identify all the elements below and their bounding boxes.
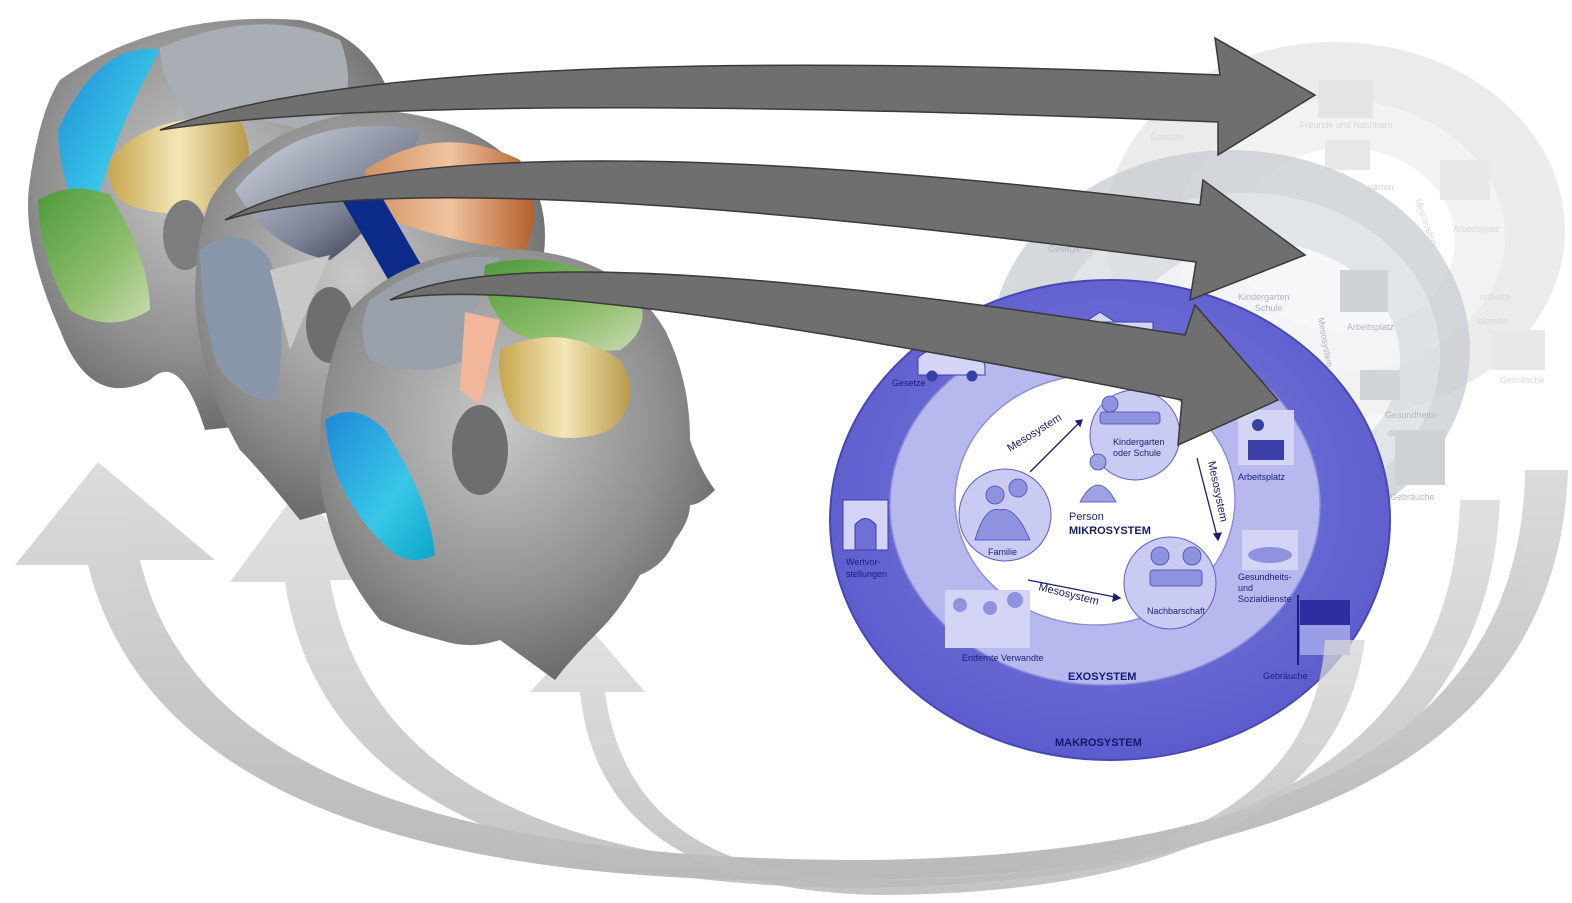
gesundheit-label-3: Sozialdienste bbox=[1238, 594, 1292, 604]
middle-label-kindergarten-1: Kindergarten bbox=[1238, 292, 1290, 302]
forward-arrows bbox=[159, 36, 1317, 447]
middle-health-image bbox=[1360, 370, 1400, 400]
middle-label-kindergarten-2: Schule bbox=[1255, 303, 1283, 313]
front-head bbox=[319, 249, 715, 680]
exosystem-label: EXOSYSTEM bbox=[1068, 671, 1136, 683]
forward-arrow-1 bbox=[159, 36, 1317, 157]
familie-image bbox=[974, 478, 1031, 541]
nachbarschaft-image bbox=[1149, 546, 1203, 587]
back-flag-image bbox=[1490, 330, 1545, 370]
verwandte-image bbox=[945, 590, 1030, 648]
forward-arrow-2 bbox=[224, 160, 1307, 302]
wertvorstellungen-label-2: stellungen bbox=[846, 569, 887, 579]
familie-label: Familie bbox=[988, 547, 1017, 557]
arch-image bbox=[842, 499, 889, 551]
arbeitsplatz-image bbox=[1238, 410, 1294, 465]
mesosystem-arrows bbox=[1027, 419, 1223, 603]
middle-flag-image bbox=[1395, 430, 1445, 485]
back-label-garten: garten bbox=[1368, 182, 1394, 192]
gebraeuche-label: Gebräuche bbox=[1263, 671, 1308, 681]
middle-label-arbeitsplatz: Arbeitsplatz bbox=[1347, 322, 1395, 332]
back-label-gesetze: Gesetze bbox=[1150, 132, 1184, 142]
gesundheit-label-2: und bbox=[1238, 583, 1253, 593]
kindergarten-label-1: Kindergarten bbox=[1113, 437, 1165, 447]
back-people-image bbox=[1325, 140, 1370, 170]
middle-label-gebraeuche: Gebräuche bbox=[1390, 492, 1435, 502]
mikrosystem-label: MIKROSYSTEM bbox=[1069, 525, 1151, 537]
person-label: Person bbox=[1069, 511, 1104, 523]
back-label-gesundheit-2: dienste bbox=[1478, 316, 1507, 326]
middle-work-image bbox=[1340, 270, 1388, 312]
forward-arrow-3 bbox=[389, 271, 1280, 447]
back-work-image bbox=[1440, 160, 1490, 200]
back-label-freunde: Freunde und Nachbarn bbox=[1300, 120, 1393, 130]
back-label-gebraeuche: Gebräuche bbox=[1500, 375, 1545, 385]
back-building-image bbox=[1318, 80, 1373, 118]
makrosystem-label: MAKROSYSTEM bbox=[1055, 737, 1142, 749]
back-label-arbeitsplatz: Arbeitsplatz bbox=[1453, 224, 1501, 234]
middle-label-gesundheit-1: Gesundheits- bbox=[1385, 410, 1439, 420]
kindergarten-label-2: oder Schule bbox=[1113, 448, 1161, 458]
gesetze-label: Gesetze bbox=[892, 378, 926, 388]
nachbarschaft-label: Nachbarschaft bbox=[1147, 606, 1206, 616]
middle-label-gesetze: Gesetze bbox=[1048, 244, 1082, 254]
back-label-gesundheit-1: ndheits- bbox=[1480, 292, 1512, 302]
wertvorstellungen-label-1: Wertvor- bbox=[846, 557, 880, 567]
arbeitsplatz-label: Arbeitsplatz bbox=[1238, 472, 1286, 482]
entfernte-verwandte-label: Entfernte Verwandte bbox=[962, 653, 1044, 663]
kindergarten-image bbox=[1099, 395, 1161, 425]
gesundheit-label-1: Gesundheits- bbox=[1238, 572, 1292, 582]
gesundheit-image bbox=[1242, 530, 1298, 570]
person-image bbox=[1079, 453, 1117, 503]
